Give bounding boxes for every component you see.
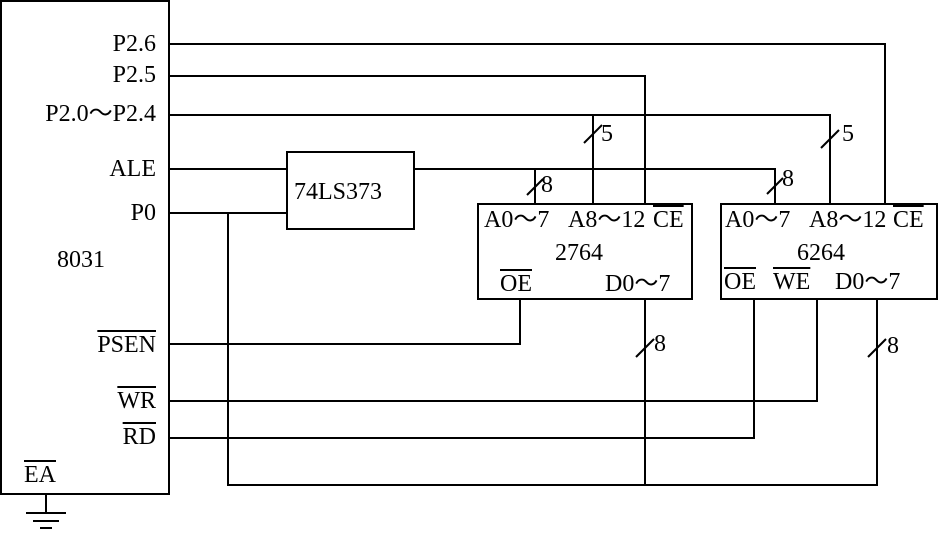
pin-label-ale: ALE — [109, 156, 156, 182]
bus-width-eprom-data: 8 — [654, 331, 666, 357]
latch-name: 74LS373 — [294, 179, 383, 205]
mcu-name: 8031 — [57, 247, 105, 273]
bus-slash-sram-low — [766, 177, 784, 195]
bus-width-sram-high: 5 — [842, 121, 854, 147]
sram-addr-high-label: A8～12 — [809, 207, 887, 233]
wire-wr — [169, 299, 818, 402]
sram-we-label: WE — [773, 269, 811, 295]
pin-label-psen: PSEN — [97, 332, 156, 358]
wire-psen — [169, 299, 521, 345]
latch-74ls373-box — [286, 151, 415, 230]
ground-icon — [26, 512, 66, 529]
eprom-addr-low-label: A0～7 — [484, 207, 550, 233]
eprom-2764-box — [477, 203, 693, 300]
bus-width-sram-low: 8 — [782, 166, 794, 192]
sram-addr-low-label: A0～7 — [725, 207, 791, 233]
wire-p20-24 — [169, 114, 831, 204]
bus-width-eprom-high: 5 — [601, 121, 613, 147]
bus-slash-sram-data — [867, 338, 887, 358]
sram-data-label: D0～7 — [835, 269, 901, 295]
eprom-name: 2764 — [555, 240, 603, 266]
sram-oe-label: OE — [724, 269, 756, 295]
eprom-oe-label: OE — [500, 271, 532, 297]
bus-width-sram-data: 8 — [887, 333, 899, 359]
pin-label-ea: EA — [24, 462, 56, 488]
bus-slash-sram-high — [820, 129, 840, 149]
pin-label-rd: RD — [122, 424, 156, 450]
bus-slash-eprom-high — [583, 124, 603, 144]
pin-label-p25: P2.5 — [112, 62, 156, 88]
pin-label-wr: WR — [117, 388, 156, 414]
sram-name: 6264 — [797, 240, 845, 266]
bus-slash-eprom-low — [526, 178, 544, 196]
pin-label-p26: P2.6 — [112, 31, 156, 57]
wire-p26 — [169, 43, 886, 204]
sram-ce-label: CE — [893, 207, 924, 233]
wire-p25 — [169, 75, 646, 204]
wire-latch-out — [414, 168, 776, 204]
bus-width-eprom-low: 8 — [541, 172, 553, 198]
mcu-8031-box — [0, 0, 170, 495]
eprom-ce-label: CE — [653, 207, 684, 233]
eprom-addr-high-label: A8～12 — [568, 207, 646, 233]
eprom-data-label: D0～7 — [605, 271, 671, 297]
pin-label-p20-24: P2.0～P2.4 — [45, 101, 156, 127]
wire-p0-data-bus — [227, 213, 878, 486]
wire-rd — [169, 299, 755, 439]
bus-slash-eprom-data — [635, 338, 655, 358]
pin-label-p0: P0 — [130, 200, 156, 226]
